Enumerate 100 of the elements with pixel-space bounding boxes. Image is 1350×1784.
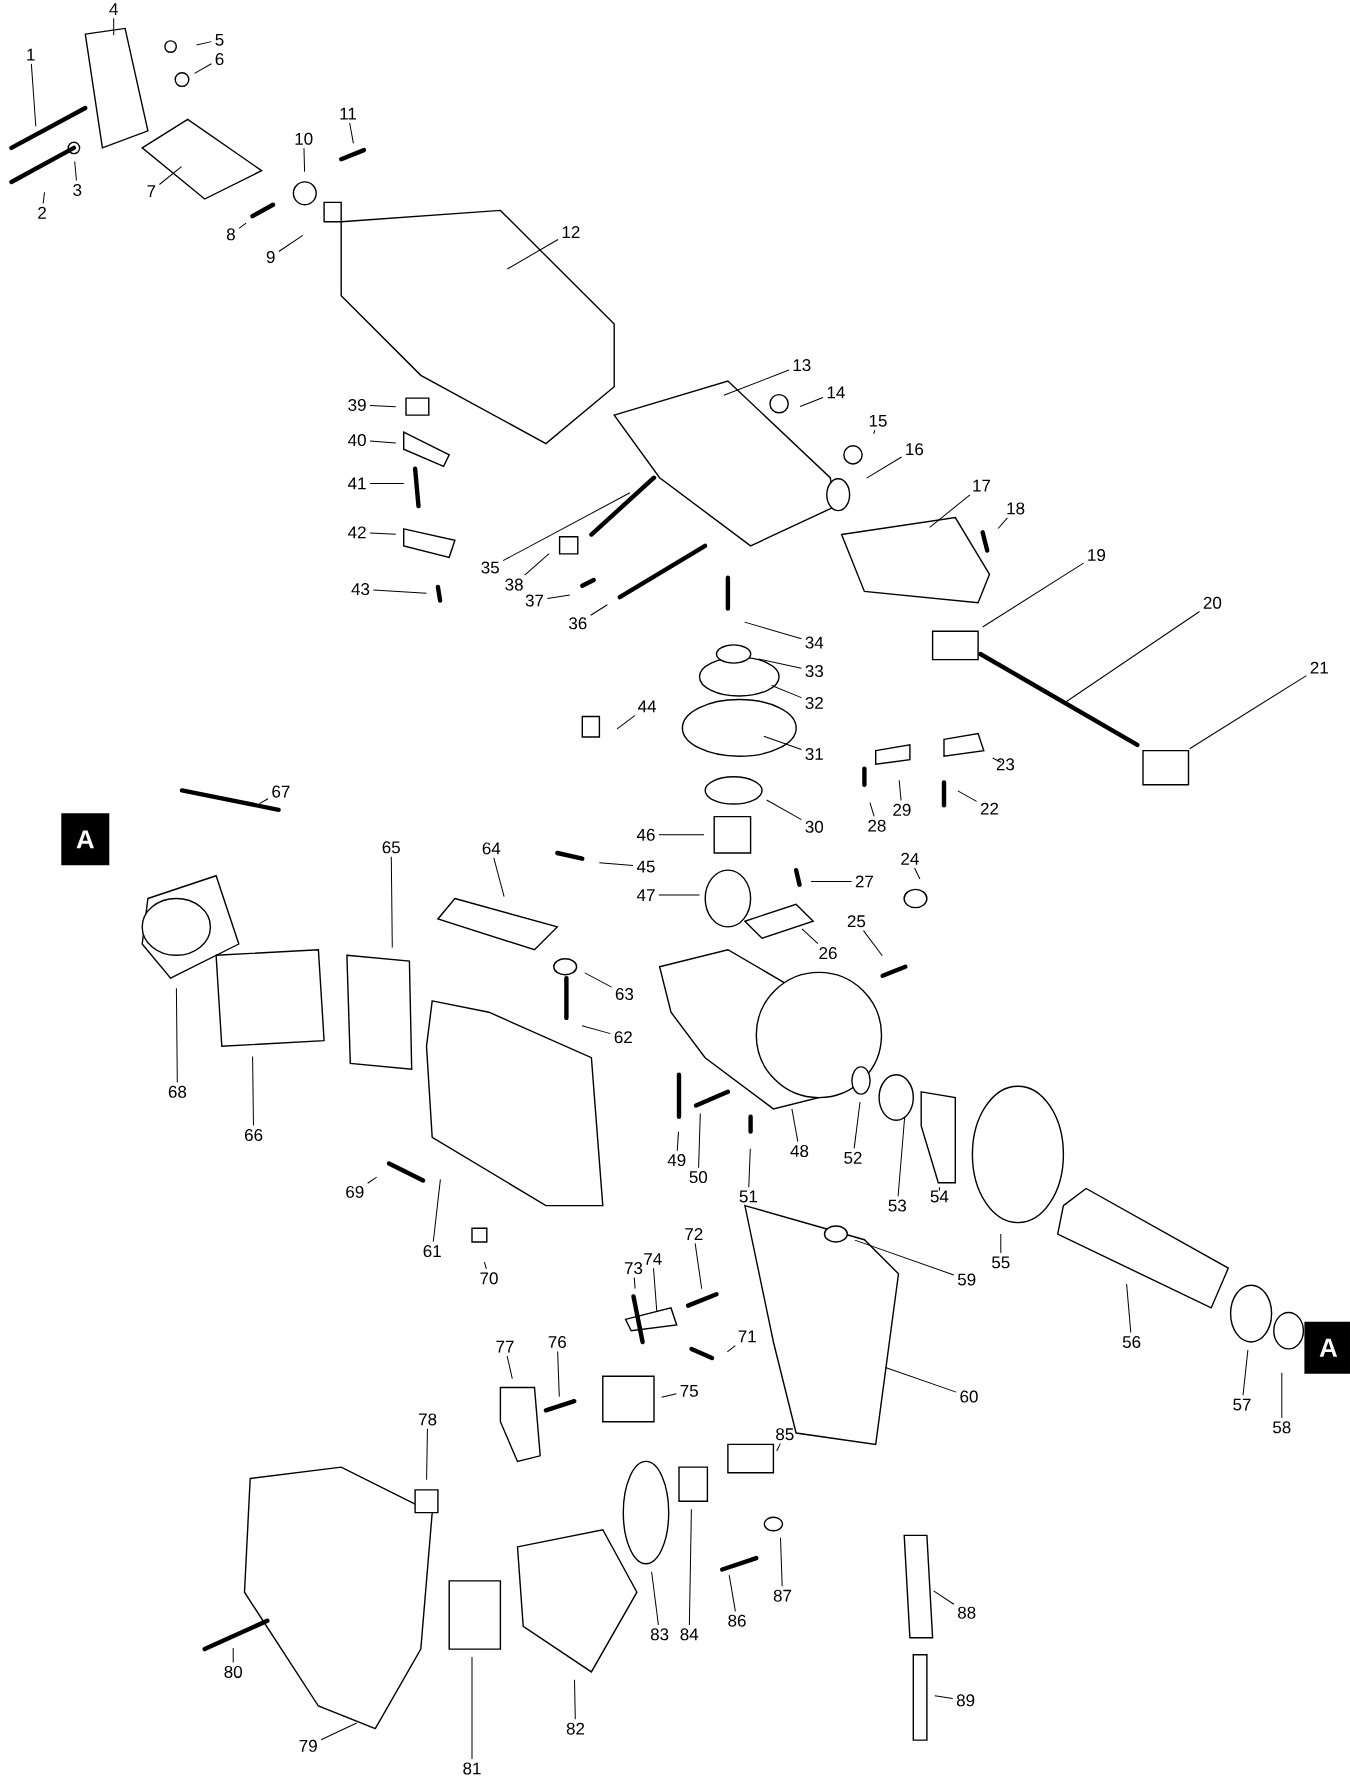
callout-number: 59: [957, 1273, 976, 1286]
callout-number: 17: [973, 479, 991, 492]
leader-line: [1189, 675, 1307, 750]
callout-number: 48: [790, 1145, 809, 1157]
leader-line: [763, 735, 802, 750]
callout-number: 83: [650, 1628, 669, 1641]
callout-number: 20: [1203, 596, 1222, 609]
leader-line: [780, 1537, 783, 1587]
leader-line: [369, 405, 397, 408]
callout-number: 27: [855, 875, 873, 888]
leader-line: [390, 856, 393, 948]
leader-line: [369, 482, 405, 484]
leader-line: [258, 798, 269, 805]
callout-number: 31: [805, 748, 823, 761]
leader-line: [676, 1131, 679, 1152]
callout-number: 9: [266, 251, 275, 264]
callout-number: 65: [382, 841, 400, 854]
callout-number: 24: [901, 852, 919, 865]
callout-number: 8: [226, 228, 235, 241]
callout-number: 14: [827, 386, 845, 399]
leader-line: [862, 930, 883, 957]
callout-number: 85: [776, 1428, 794, 1441]
callout-number: 29: [893, 803, 911, 816]
callout-number: 41: [348, 477, 366, 490]
leader-line: [232, 1647, 234, 1663]
leader-line: [369, 532, 397, 535]
leader-line: [584, 972, 613, 988]
callout-number: 38: [505, 578, 523, 591]
leader-line: [1281, 1372, 1283, 1419]
leader-line: [74, 161, 77, 181]
leader-line: [502, 492, 631, 562]
callout-number: 26: [819, 947, 837, 960]
callout-number: 50: [689, 1171, 708, 1184]
callout-number: 66: [245, 1129, 263, 1141]
leader-line: [369, 440, 397, 444]
leader-line: [748, 1148, 751, 1188]
leader-line: [158, 166, 182, 185]
callout-number: 51: [739, 1190, 757, 1203]
callout-number: 58: [1273, 1421, 1291, 1434]
callout-number: 76: [548, 1336, 566, 1348]
callout-number: 88: [958, 1606, 976, 1619]
leader-line: [320, 1722, 358, 1741]
leader-line: [873, 429, 876, 435]
callout-number: 1: [27, 48, 35, 61]
callout-number: 10: [295, 132, 313, 145]
leader-line: [776, 1443, 781, 1452]
leader-line: [238, 222, 247, 229]
leader-line: [982, 562, 1085, 628]
leader-line: [303, 147, 306, 173]
leader-line: [688, 1508, 692, 1626]
leader-line: [661, 1393, 677, 1398]
callout-number: 74: [644, 1253, 662, 1265]
leader-line: [506, 1355, 513, 1380]
leader-line: [524, 553, 550, 576]
leader-line: [869, 802, 875, 817]
callout-number: 4: [109, 3, 118, 15]
leader-line: [938, 1186, 940, 1192]
callout-number: 62: [614, 1031, 632, 1044]
leader-line: [367, 1176, 378, 1184]
callout-number: 35: [481, 561, 499, 574]
leader-line: [957, 790, 978, 802]
callout-number: 70: [480, 1272, 498, 1285]
leader-line: [113, 17, 115, 36]
callout-number: 63: [615, 988, 634, 1000]
callout-number: 15: [869, 414, 887, 427]
leader-line: [658, 834, 705, 836]
callout-number: 77: [496, 1340, 514, 1353]
callout-number: 54: [930, 1190, 949, 1203]
leader-line: [546, 594, 571, 599]
callout-number: 64: [482, 842, 501, 855]
callout-number: 81: [463, 1762, 481, 1775]
leader-line: [897, 1116, 906, 1197]
leader-line: [810, 880, 853, 882]
callout-number: 28: [868, 819, 886, 832]
leader-line: [196, 41, 212, 46]
leader-line: [651, 1571, 659, 1626]
callout-number: 52: [844, 1151, 862, 1164]
leader-line: [728, 1574, 736, 1612]
leader-line: [483, 1261, 487, 1270]
callout-number: 2: [38, 206, 46, 219]
leader-line: [757, 658, 802, 669]
callout-number: 11: [340, 107, 356, 120]
callout-number: 30: [805, 820, 824, 833]
leader-line: [471, 1656, 473, 1760]
callout-number: 36: [569, 617, 587, 630]
leader-line: [426, 1428, 428, 1481]
callout-number: 53: [888, 1199, 906, 1212]
callout-number: 71: [738, 1330, 756, 1343]
leader-line: [493, 857, 505, 897]
callout-number: 23: [996, 758, 1015, 771]
callout-number: 87: [773, 1589, 792, 1602]
leader-line: [633, 1277, 636, 1290]
leader-line: [799, 397, 824, 407]
callout-number: 7: [147, 185, 156, 197]
leader-line: [1126, 1283, 1132, 1334]
leader-line: [791, 1108, 799, 1143]
callout-number: 18: [1007, 502, 1025, 515]
callout-number: 49: [667, 1154, 686, 1167]
callout-number: 21: [1310, 661, 1328, 674]
callout-number: 5: [215, 33, 224, 46]
